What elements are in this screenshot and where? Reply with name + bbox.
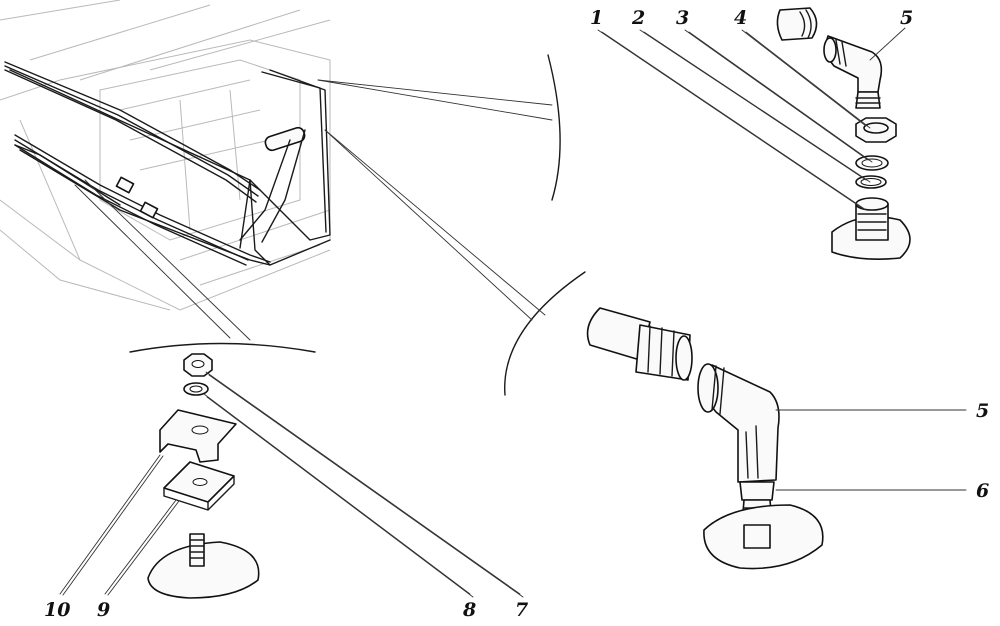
callout-1: 1 <box>590 7 603 29</box>
vehicle-frame-background <box>0 0 331 311</box>
callout-4: 4 <box>734 7 747 29</box>
fuel-tank <box>9 69 331 266</box>
callout-2: 2 <box>631 7 645 29</box>
fuel-pipes <box>4 61 271 266</box>
pipe-clamp <box>115 176 135 194</box>
detail-arcs <box>129 54 586 396</box>
callout-7: 7 <box>515 599 528 621</box>
callout-labels: 1 2 3 4 5 5 6 7 8 9 10 <box>44 7 989 621</box>
callout-5-upper: 5 <box>900 7 913 29</box>
callout-9: 9 <box>97 599 110 621</box>
upper-fitting-assembly <box>776 7 911 260</box>
stud-base-plate <box>147 541 260 599</box>
view-leader-lines <box>74 79 553 341</box>
lower-fitting-assembly <box>586 307 824 570</box>
pipe-end <box>776 7 818 41</box>
clamp-bracket <box>159 409 237 463</box>
callout-6: 6 <box>976 480 989 502</box>
pipe-clamp <box>139 201 159 219</box>
connector <box>739 481 775 501</box>
callout-3: 3 <box>676 7 689 29</box>
threaded-stud <box>189 533 205 567</box>
pipe-section <box>586 307 651 361</box>
callout-leaders <box>59 27 967 598</box>
callout-10: 10 <box>44 599 70 621</box>
clamp-hardware <box>147 353 260 599</box>
callout-8: 8 <box>462 599 476 621</box>
callout-5-lower: 5 <box>976 400 989 422</box>
